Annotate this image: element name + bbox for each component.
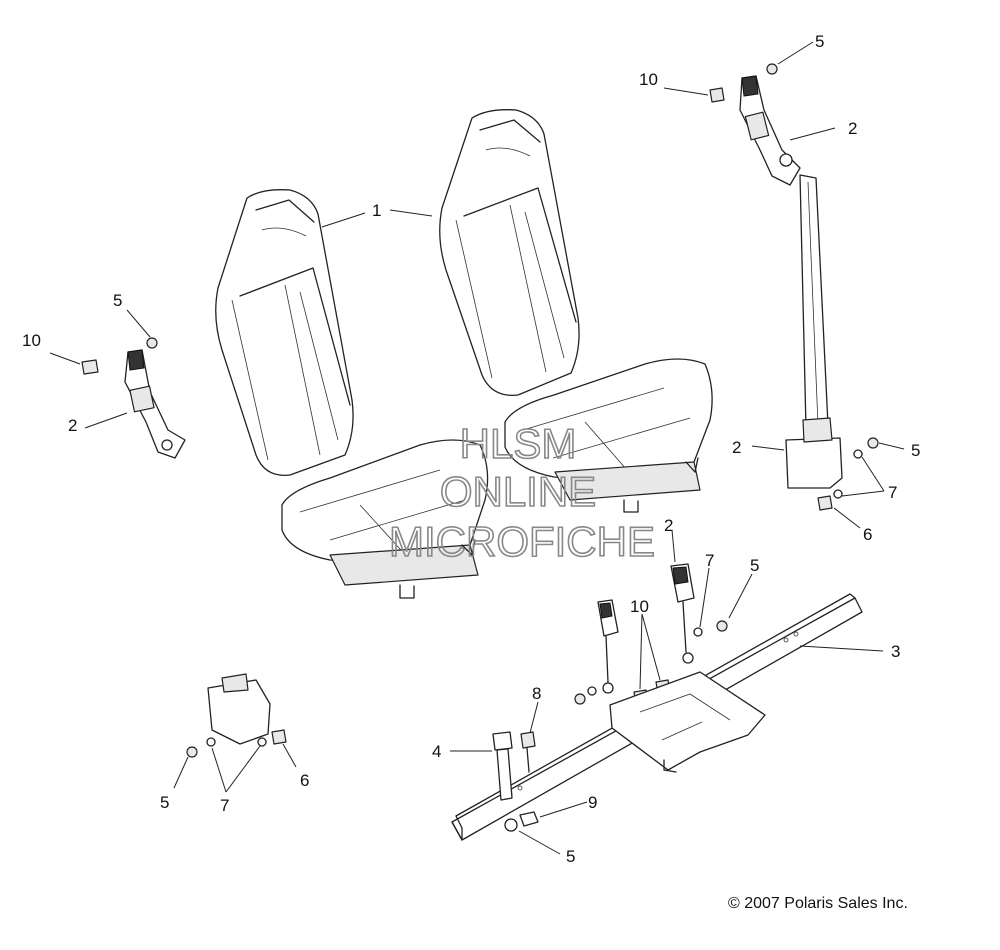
right-seat — [439, 109, 713, 513]
callout-7-right: 7 — [888, 483, 897, 502]
left-retractor — [186, 673, 287, 758]
right-shoulder-belt — [709, 63, 879, 511]
callout-5-left: 5 — [113, 291, 122, 310]
watermark: HLSM ONLINE MICROFICHE — [388, 419, 656, 566]
callout-10-top-right: 10 — [639, 70, 658, 89]
callout-2-shoulder-belt: 2 — [848, 119, 857, 138]
left-seat — [215, 189, 489, 599]
callout-10-left: 10 — [22, 331, 41, 350]
watermark-line-3: MICROFICHE — [389, 518, 655, 565]
copyright-notice: © 2007 Polaris Sales Inc. — [728, 895, 908, 912]
callout-5-bottom-left: 5 — [160, 793, 169, 812]
leader-lines — [49, 41, 905, 855]
callout-labels: 1 2 2 2 2 3 4 5 5 5 5 5 5 6 6 7 7 7 8 9 … — [22, 32, 920, 866]
cross-tube-assembly — [451, 593, 863, 841]
callout-7-left: 7 — [220, 796, 229, 815]
watermark-line-2: ONLINE — [440, 468, 596, 515]
callout-3: 3 — [891, 642, 900, 661]
callout-1: 1 — [372, 201, 381, 220]
callout-2-center-buckle: 2 — [664, 516, 673, 535]
watermark-line-1: HLSM — [460, 420, 577, 467]
callout-8: 8 — [532, 684, 541, 703]
callout-5-bottom: 5 — [566, 847, 575, 866]
callout-9: 9 — [588, 793, 597, 812]
callout-6-right: 6 — [863, 525, 872, 544]
callout-10-center: 10 — [630, 597, 649, 616]
callout-2-retractor: 2 — [732, 438, 741, 457]
callout-7-center: 7 — [705, 551, 714, 570]
callout-4: 4 — [432, 742, 441, 761]
center-buckles — [574, 563, 728, 705]
callout-6-left: 6 — [300, 771, 309, 790]
callout-5-right-retractor: 5 — [911, 441, 920, 460]
left-buckle-assembly — [81, 337, 186, 459]
callout-5-center: 5 — [750, 556, 759, 575]
callout-2-left-buckle: 2 — [68, 416, 77, 435]
callout-5-top-right: 5 — [815, 32, 824, 51]
